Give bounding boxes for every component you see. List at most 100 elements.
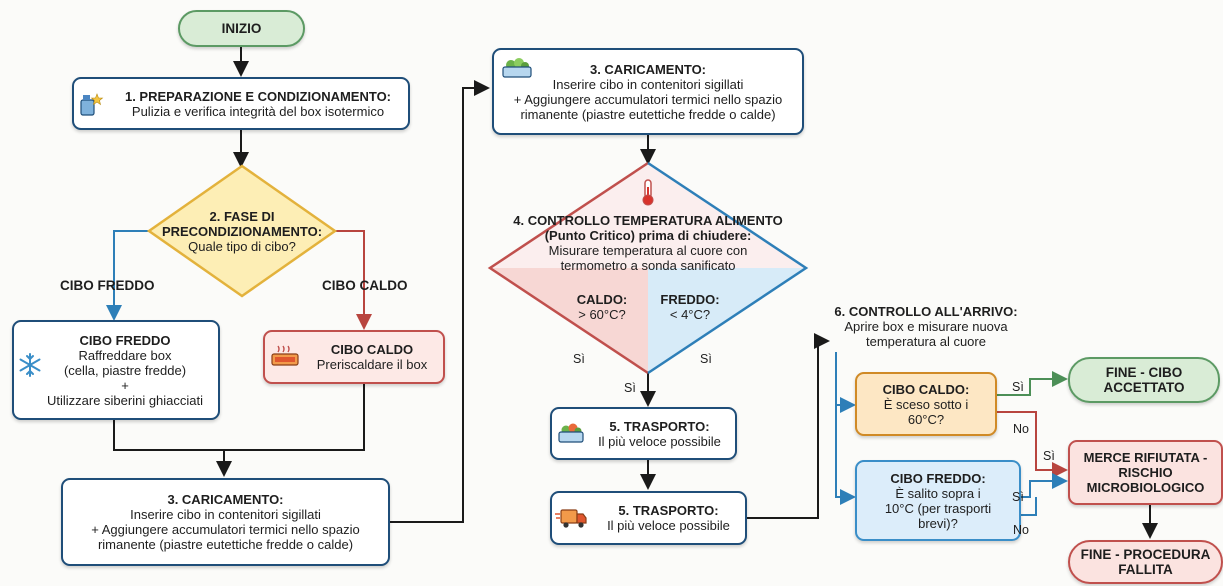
step6-line2: temperatura al cuore	[866, 334, 986, 349]
start-label: INIZIO	[221, 21, 262, 36]
edge-hot-no	[997, 411, 1068, 478]
step1-preparation-box: 1. PREPARAZIONE E CONDIZIONAMENTO: Puliz…	[72, 77, 410, 130]
step4-title-line1: 4. CONTROLLO TEMPERATURA ALIMENTO	[513, 213, 783, 228]
step4-cold-label: FREDDO:	[660, 292, 720, 307]
rejected-line3: MICROBIOLOGICO	[1086, 480, 1205, 495]
decision-diamond-precondition	[146, 164, 338, 298]
step5b-body: Il più veloce possibile	[607, 518, 730, 533]
cold-box-plus: +	[121, 377, 129, 393]
step4-hot-cond: > 60°C?	[578, 307, 626, 322]
cold-prep-box: CIBO FREDDO Raffreddare box (cella, pias…	[12, 320, 220, 420]
no-label-cold-check: No	[1013, 523, 1029, 537]
step3-top-line3: rimanente (piastre eutettiche fredde o c…	[520, 106, 776, 122]
edge-step6-hotcheck	[835, 352, 856, 413]
cleaning-spray-icon	[80, 93, 104, 116]
check-cold-line1: È salito sopra i	[895, 485, 981, 501]
check-cold-line3: brevi)?	[918, 515, 958, 531]
step4-title-line2: (Punto Critico) prima di chiudere:	[544, 228, 752, 243]
check-cold-line2: 10°C (per trasporti	[884, 500, 992, 516]
arrival-hot-check-box: CIBO CALDO: È sceso sotto i 60°C?	[855, 372, 997, 436]
end-fail-line1: FINE - PROCEDURA	[1080, 547, 1211, 562]
step3-top-line2: + Aggiungere accumulatori termici nello …	[513, 91, 783, 107]
step3-left-line3: rimanente (piastre eutettiche fredde o c…	[97, 537, 354, 552]
step3-top-line1: Inserire cibo in contenitori sigillati	[552, 76, 744, 92]
cold-box-line1: Raffreddare box	[78, 347, 172, 363]
end-ok-line2: ACCETTATO	[1103, 380, 1185, 395]
step2-text: 2. FASE DI PRECONDIZIONAMENTO: Quale tip…	[152, 209, 332, 254]
rejected-line1: MERCE RIFIUTATA -	[1083, 450, 1208, 465]
yes-label-hot-check: Sì	[1012, 380, 1024, 394]
step5-transport-box-a: 5. TRASPORTO: Il più veloce possibile	[550, 407, 737, 460]
delivery-truck-icon	[555, 509, 587, 528]
hot-box-body: Preriscaldare il box	[316, 357, 428, 372]
heated-tray-icon	[271, 345, 299, 366]
step3-left-title: 3. CARICAMENTO:	[167, 492, 284, 507]
step3-loading-box-left: 3. CARICAMENTO: Inserire cibo in conteni…	[61, 478, 390, 566]
step5a-body: Il più veloce possibile	[598, 433, 721, 449]
rejected-line2: RISCHIO	[1118, 465, 1173, 480]
step6-title: 6. CONTROLLO ALL'ARRIVO:	[834, 304, 1018, 319]
check-hot-line1: È sceso sotto i	[883, 396, 969, 412]
edge-step5b-step6	[747, 333, 830, 519]
yes-label-cold-check: Sì	[1012, 490, 1024, 504]
step4-cold-condition: FREDDO: < 4°C?	[652, 292, 728, 322]
step6-line1: Aprire box e misurare nuova	[844, 319, 1008, 334]
step1-title: 1. PREPARAZIONE E CONDIZIONAMENTO:	[124, 88, 392, 104]
end-fail-line2: FALLITA	[1118, 562, 1173, 577]
step4-hot-label: CALDO:	[576, 292, 628, 307]
step3-left-line1: Inserire cibo in contenitori sigillati	[130, 507, 321, 522]
edge-step2-hot	[334, 230, 372, 330]
step2-body: Quale tipo di cibo?	[188, 239, 296, 254]
decision-diamond-temp-top	[490, 163, 806, 268]
check-hot-title: CIBO CALDO:	[882, 381, 970, 397]
step5b-title: 5. TRASPORTO:	[618, 503, 719, 518]
step5a-title: 5. TRASPORTO:	[609, 418, 710, 434]
step1-body: Pulizia e verifica integrità del box iso…	[131, 103, 385, 119]
hot-prep-box: CIBO CALDO Preriscaldare il box	[263, 330, 445, 384]
edge-hot-merge	[224, 384, 365, 451]
step2-title-line1: 2. FASE DI	[209, 209, 275, 224]
step6-text: 6. CONTROLLO ALL'ARRIVO: Aprire box e mi…	[828, 304, 1024, 349]
end-failed-node: FINE - PROCEDURA FALLITA	[1068, 540, 1223, 584]
hot-box-title: CIBO CALDO	[330, 342, 414, 357]
step4-text: 4. CONTROLLO TEMPERATURA ALIMENTO (Punto…	[495, 213, 801, 273]
cold-box-line3: Utilizzare siberini ghiacciati	[46, 392, 204, 408]
no-label-hot-check: No	[1013, 422, 1029, 436]
yes-label-hot: Sì	[573, 352, 585, 366]
end-accepted-node: FINE - CIBO ACCETTATO	[1068, 357, 1220, 403]
check-cold-title: CIBO FREDDO:	[890, 470, 986, 486]
thermometer-icon	[642, 179, 654, 206]
snowflake-icon	[19, 353, 41, 377]
start-node: INIZIO	[178, 10, 305, 47]
edge-cold-merge	[113, 420, 232, 477]
edge-step3left-step3top	[390, 80, 490, 523]
step3-top-title: 3. CARICAMENTO:	[589, 61, 707, 77]
step5-transport-box-b: 5. TRASPORTO: Il più veloce possibile	[550, 491, 747, 545]
step4-hot-condition: CALDO: > 60°C?	[562, 292, 642, 322]
yes-label-cold: Sì	[700, 352, 712, 366]
step4-cold-cond: < 4°C?	[669, 307, 711, 322]
food-container-icon	[558, 423, 584, 443]
step2-title-line2: PRECONDIZIONAMENTO:	[161, 224, 323, 239]
step4-line1: Misurare temperatura al cuore con	[548, 243, 748, 258]
cold-box-title: CIBO FREDDO	[79, 332, 171, 348]
edge-hot-yes	[997, 371, 1068, 396]
check-hot-line2: 60°C?	[907, 411, 945, 427]
end-ok-line1: FINE - CIBO	[1105, 365, 1183, 380]
edge-step6-coldcheck	[835, 405, 856, 505]
yes-label-center: Sì	[624, 381, 636, 395]
edge-step2-cold	[106, 230, 150, 321]
yes-label-rejected: Sì	[1043, 449, 1055, 463]
branch-cold-label: CIBO FREDDO	[60, 278, 155, 293]
edge-cold-no	[1021, 497, 1037, 516]
rejected-goods-box: MERCE RIFIUTATA - RISCHIO MICROBIOLOGICO	[1068, 440, 1223, 505]
step4-line2: termometro a sonda sanificato	[560, 258, 736, 273]
cold-box-line2: (cella, piastre fredde)	[63, 362, 187, 378]
arrival-cold-check-box: CIBO FREDDO: È salito sopra i 10°C (per …	[855, 460, 1021, 541]
step3-left-line2: + Aggiungere accumulatori termici nello …	[91, 522, 360, 537]
edge-cold-yes	[1021, 473, 1068, 498]
food-container-icon	[502, 58, 532, 78]
branch-hot-label: CIBO CALDO	[322, 278, 408, 293]
step3-loading-box-top: 3. CARICAMENTO: Inserire cibo in conteni…	[492, 48, 804, 135]
